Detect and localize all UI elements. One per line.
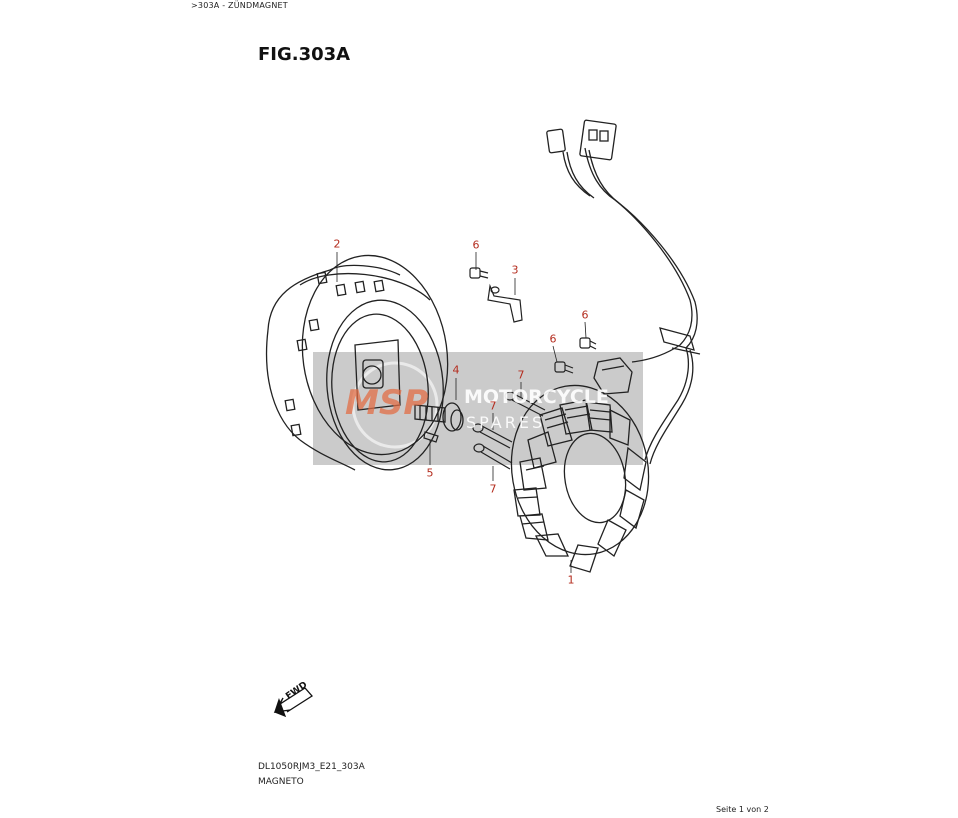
leader-lines bbox=[336, 252, 587, 573]
callout-5[interactable]: 5 bbox=[426, 466, 434, 480]
model-code: DL1050RJM3_E21_303A bbox=[258, 762, 365, 772]
callout-4[interactable]: 4 bbox=[452, 363, 460, 377]
figure-title: FIG.303A bbox=[258, 44, 351, 65]
callout-6-mid[interactable]: 6 bbox=[549, 332, 557, 346]
callout-7-top[interactable]: 7 bbox=[517, 368, 525, 382]
callout-7-mid[interactable]: 7 bbox=[489, 399, 497, 413]
woodruff-key bbox=[423, 431, 439, 443]
stator-bolt-mid bbox=[472, 423, 513, 449]
stator-bolt-low bbox=[473, 443, 513, 470]
part-name: MAGNETO bbox=[258, 777, 304, 787]
watermark-line1: MOTORCYCLE bbox=[464, 386, 609, 408]
screw-6-mid bbox=[554, 361, 574, 374]
wire-harness bbox=[562, 147, 701, 465]
callout-2[interactable]: 2 bbox=[333, 237, 341, 251]
callout-7-low[interactable]: 7 bbox=[489, 482, 497, 496]
lead-wire-clamp bbox=[487, 283, 523, 323]
callout-6-top[interactable]: 6 bbox=[472, 238, 480, 252]
stator-bolt-top bbox=[504, 391, 546, 417]
callout-3[interactable]: 3 bbox=[511, 263, 519, 277]
flywheel-rotor bbox=[265, 254, 449, 471]
rotor-bolt bbox=[414, 402, 464, 432]
watermark-logo: MSP bbox=[345, 383, 429, 423]
breadcrumb[interactable]: >303A - ZÜNDMAGNET bbox=[191, 1, 288, 10]
watermark-line2: SPARES bbox=[466, 413, 546, 432]
fwd-arrow bbox=[273, 687, 313, 718]
callout-6-right[interactable]: 6 bbox=[581, 308, 589, 322]
callout-1[interactable]: 1 bbox=[567, 573, 575, 587]
page-info: Seite 1 von 2 bbox=[716, 805, 769, 814]
harness-connector bbox=[546, 119, 617, 161]
screw-6-top bbox=[469, 267, 489, 279]
watermark-globe bbox=[351, 361, 439, 449]
screw-6-right bbox=[579, 337, 597, 350]
stator-coil bbox=[510, 357, 650, 573]
